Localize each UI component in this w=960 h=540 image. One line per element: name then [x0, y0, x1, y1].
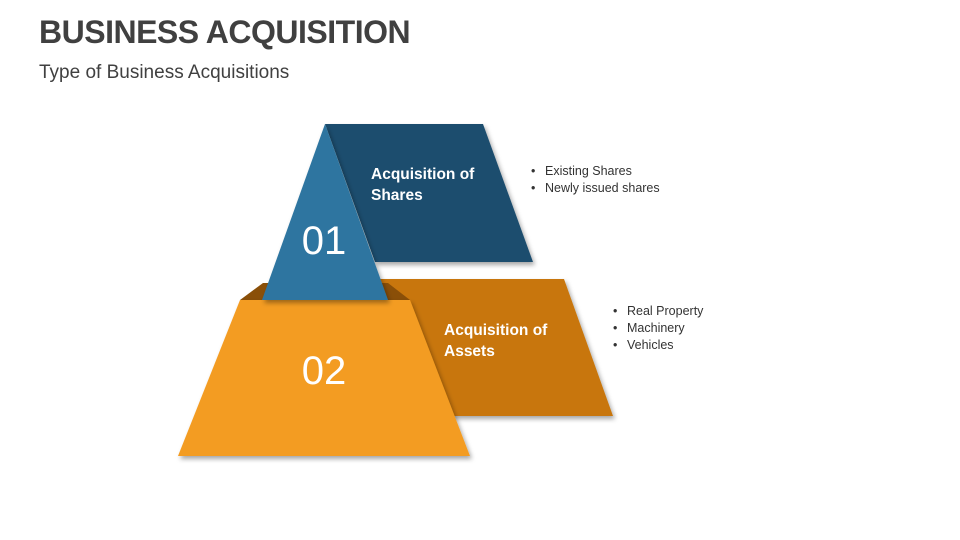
step-2-trapezoid: [178, 300, 470, 456]
page-title: BUSINESS ACQUISITION: [39, 14, 411, 50]
step-1-panel: [325, 124, 533, 262]
step-2-bullet-list: Real Property Machinery Vehicles: [613, 303, 703, 354]
step-1-number: 01: [302, 219, 347, 263]
step-2-number: 02: [302, 349, 347, 393]
step-1-title-line2: Shares: [371, 187, 423, 204]
list-item: Newly issued shares: [531, 180, 660, 197]
step-1-title-line1: Acquisition of: [371, 166, 475, 183]
step-1-triangle: [262, 124, 388, 300]
step-2-title-line1: Acquisition of: [444, 322, 548, 339]
step-2-title-line2: Assets: [444, 343, 495, 360]
list-item: Machinery: [613, 320, 703, 337]
page-subtitle: Type of Business Acquisitions: [39, 62, 290, 83]
list-item: Vehicles: [613, 337, 703, 354]
step-1-bullet-list: Existing Shares Newly issued shares: [531, 163, 660, 197]
list-item: Real Property: [613, 303, 703, 320]
list-item: Existing Shares: [531, 163, 660, 180]
